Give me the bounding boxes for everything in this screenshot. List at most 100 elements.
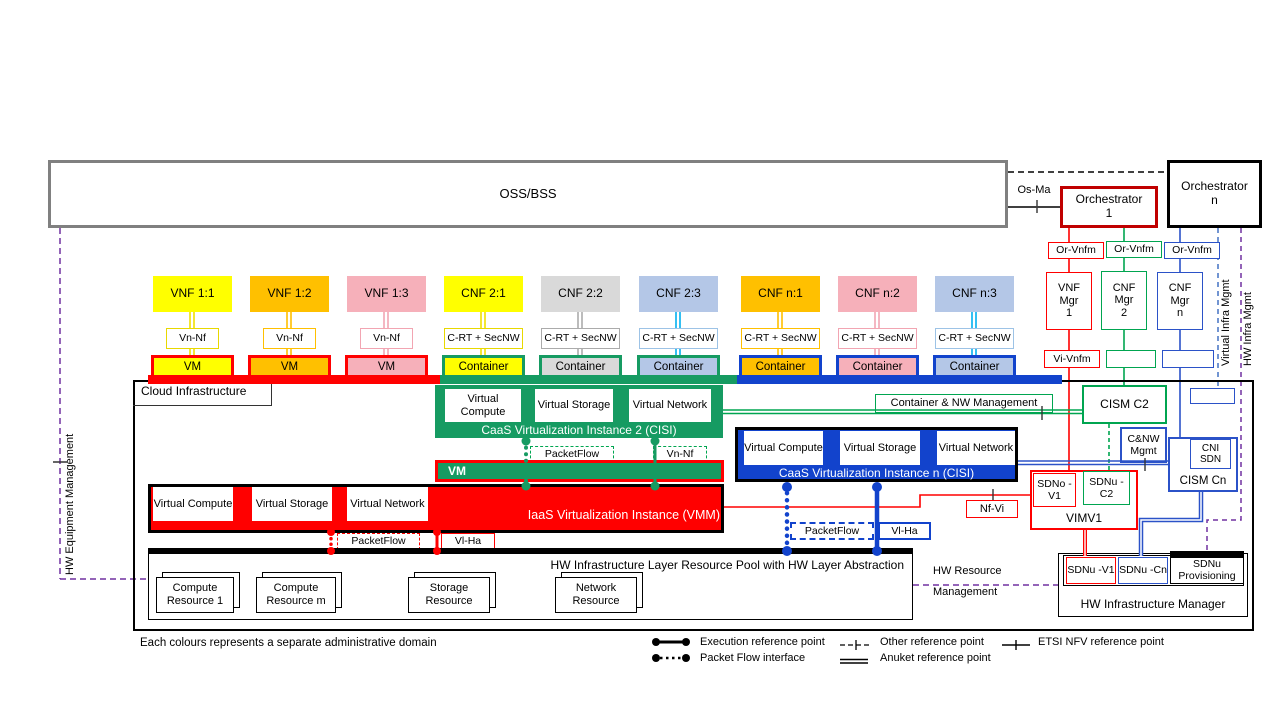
legend-anuket-label: Anuket reference point [880,652,991,664]
vnf-mgr-1-l1: VNF [1058,282,1080,295]
cloud-infrastructure-label: Cloud Infrastructure [141,384,247,398]
vnf-mgr-1-l3: 1 [1065,307,1073,320]
cnf-mgr-2-l3: 2 [1120,306,1128,319]
iaas-virtual-network: Virtual Network [347,487,428,521]
vi-vnfm-box: Vi-Vnfm [1044,350,1100,368]
vnf-mgr-1-l2: Mgr [1059,294,1079,307]
oss-bss-box: OSS/BSS [48,160,1008,228]
cisi-n-virtual-storage: Virtual Storage [840,431,920,465]
c-rt-secnw-label-4: C-RT + SecNW [741,328,820,349]
sdnu-c2-box: SDNu -C2 [1083,471,1130,505]
vnf-1-2-box: VNF 1:2 [250,276,329,312]
or-vnfm-blue-box: Or-Vnfm [1164,242,1220,259]
packetflow-red-label: PacketFlow [337,533,420,550]
sdnu-provisioning-box: SDNu Provisioning [1170,557,1244,584]
cni-sdn-box: CNI SDN [1190,439,1231,469]
cnf-mgr-n-box: CNF Mgr n [1157,272,1203,330]
cnf-mgr-n-l3: n [1176,307,1184,320]
storage-resource-box: Storage Resource [408,577,490,613]
caasn-domain-bar [737,375,1062,384]
cism-cn-label: CISM Cn [1179,475,1227,487]
sdnu-v1-box: SDNu -V1 [1066,557,1116,584]
cnf-2-1-box: CNF 2:1 [444,276,523,312]
cism-c2-box: CISM C2 [1082,385,1167,424]
hw-infra-mgmt-label: HW Infra Mgmt [1242,292,1254,366]
vl-ha-blue-label: Vl-Ha [878,522,931,540]
virtual-infra-mgmt-label: Virtual Infra Mgmt [1220,279,1232,366]
vn-nf-green-label: Vn-Nf [653,446,707,463]
cisi-2-title: CaaS Virtualization Instance 2 (CISI) [481,423,677,437]
execution-ref-icon [652,638,690,646]
vnf-1-1-box: VNF 1:1 [153,276,232,312]
hw-infra-mgmt-line [1206,228,1242,551]
cnf-mgr-n-l1: CNF [1168,282,1192,295]
or-vnfm-green-box: Or-Vnfm [1106,241,1162,258]
empty-blue-box-top-right [1190,388,1235,404]
container-nw-mgmt-box: Container & NW Management [875,394,1053,413]
empty-green-ref-box [1106,350,1156,368]
network-resource-box: Network Resource [555,577,637,613]
cisi-n-virtual-compute: Virtual Compute [744,431,823,465]
vm-bar: VM [435,460,724,482]
sdnu-cn-box: SDNu -Cn [1118,557,1168,584]
iaas-virtual-compute: Virtual Compute [153,487,233,521]
c-rt-secnw-label-5: C-RT + SecNW [838,328,917,349]
vnf-1-3-box: VNF 1:3 [347,276,426,312]
cnf-n-2-box: CNF n:2 [838,276,917,312]
orchestrator-1-line1: Orchestrator [1075,192,1143,207]
legend-etsi-label: ETSI NFV reference point [1038,636,1164,648]
legend-packet-label: Packet Flow interface [700,652,806,664]
c-rt-secnw-label-2: C-RT + SecNW [541,328,620,349]
packet-flow-icon [652,654,690,662]
cnf-n-3-box: CNF n:3 [935,276,1014,312]
vn-nf-label-3: Vn-Nf [360,328,413,349]
admin-domain-note: Each colours represents a separate admin… [140,637,437,649]
anuket-ref-icon [840,658,868,664]
etsi-ref-icon [1002,640,1030,650]
cisi-2-virtual-network: Virtual Network [629,389,711,422]
os-ma-label: Os-Ma [1017,184,1051,196]
iaas-virtual-storage: Virtual Storage [252,487,332,521]
empty-blue-ref-box [1162,350,1214,368]
hw-infra-manager-label: HW Infrastructure Manager [1080,597,1226,611]
iaas-title: IaaS Virtualization Instance (VMM) [527,508,720,522]
oss-bss-label: OSS/BSS [499,185,557,201]
compute-resource-1-box: Compute Resource 1 [156,577,234,613]
legend-execution-label: Execution reference point [700,636,825,648]
cisi-2-virtual-compute: Virtual Compute [445,389,521,422]
hw-resource-mgmt-label: HW Resource Management [933,565,1002,598]
cisi-2-virtual-storage: Virtual Storage [535,389,613,422]
legend-other-label: Other reference point [880,636,984,648]
orchestrator-n-line2: n [1211,193,1218,207]
cnf-mgr-n-l2: Mgr [1170,294,1190,307]
orchestrator-n-line1: Orchestrator [1181,179,1248,194]
other-ref-icon [840,640,872,650]
orchestrator-1-line2: 1 [1105,206,1113,220]
cnf-mgr-2-l2: Mgr [1114,294,1134,307]
c-rt-secnw-label-6: C-RT + SecNW [935,328,1014,349]
caas2-domain-bar [440,375,760,384]
cisi-n-title: CaaS Virtualization Instance n (CISI) [778,466,975,480]
cisi-n-virtual-network: Virtual Network [937,431,1015,465]
nf-vi-label: Nf-Vi [966,500,1018,518]
orchestrator-1-box: Orchestrator 1 [1060,186,1158,228]
nf-vi-line [724,494,1030,508]
cloud-label-compartment [133,380,272,406]
or-vnfm-red-box: Or-Vnfm [1048,242,1104,259]
sdno-v1-box: SDNo -V1 [1033,473,1076,507]
cnf-2-2-box: CNF 2:2 [541,276,620,312]
vim-v1-label: VIMV1 [1065,511,1102,525]
compute-resource-m-box: Compute Resource m [256,577,336,613]
vn-nf-label-2: Vn-Nf [263,328,316,349]
c-rt-secnw-label-1: C-RT + SecNW [444,328,523,349]
vm-bar-label: VM [448,464,466,478]
hw-resource-pool-title: HW Infrastructure Layer Resource Pool wi… [550,558,904,572]
vnf-mgr-1-box: VNF Mgr 1 [1046,272,1092,330]
cnw-mgmt-box: C&NW Mgmt [1120,427,1167,463]
hw-abstraction-bar [148,548,913,556]
iaas-domain-bar [148,375,465,384]
hw-equipment-mgmt-label: HW Equipment Management [64,433,76,575]
vn-nf-label-1: Vn-Nf [166,328,219,349]
cnf-mgr-2-l1: CNF [1112,281,1136,294]
